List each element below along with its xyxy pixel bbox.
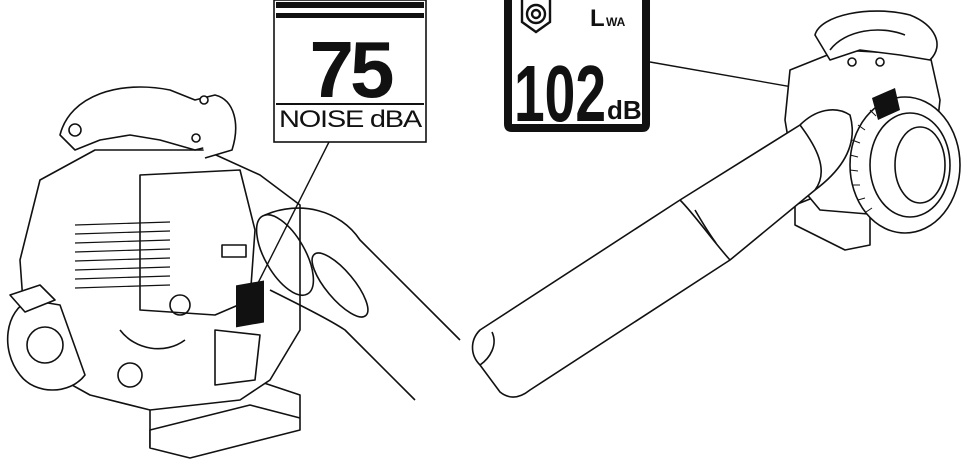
noise-label-right: L WA 102 dB xyxy=(504,0,650,138)
right-label-symbol: L xyxy=(590,5,605,32)
sound-symbol-icon xyxy=(520,0,552,34)
right-label-value: 102 xyxy=(514,49,606,138)
right-blower-illustration xyxy=(471,10,961,398)
left-leader-line xyxy=(256,139,331,286)
right-label-placement-mark xyxy=(872,88,900,120)
noise-label-left: 75 NOISE dBA xyxy=(273,0,427,143)
right-label-unit: dB xyxy=(607,95,642,125)
left-label-value: 75 xyxy=(310,25,393,114)
left-label-caption: NOISE dBA xyxy=(279,106,422,133)
left-label-placement-mark xyxy=(236,280,264,328)
right-label-symbol-sub: WA xyxy=(606,15,626,29)
left-blower-illustration xyxy=(6,86,461,459)
